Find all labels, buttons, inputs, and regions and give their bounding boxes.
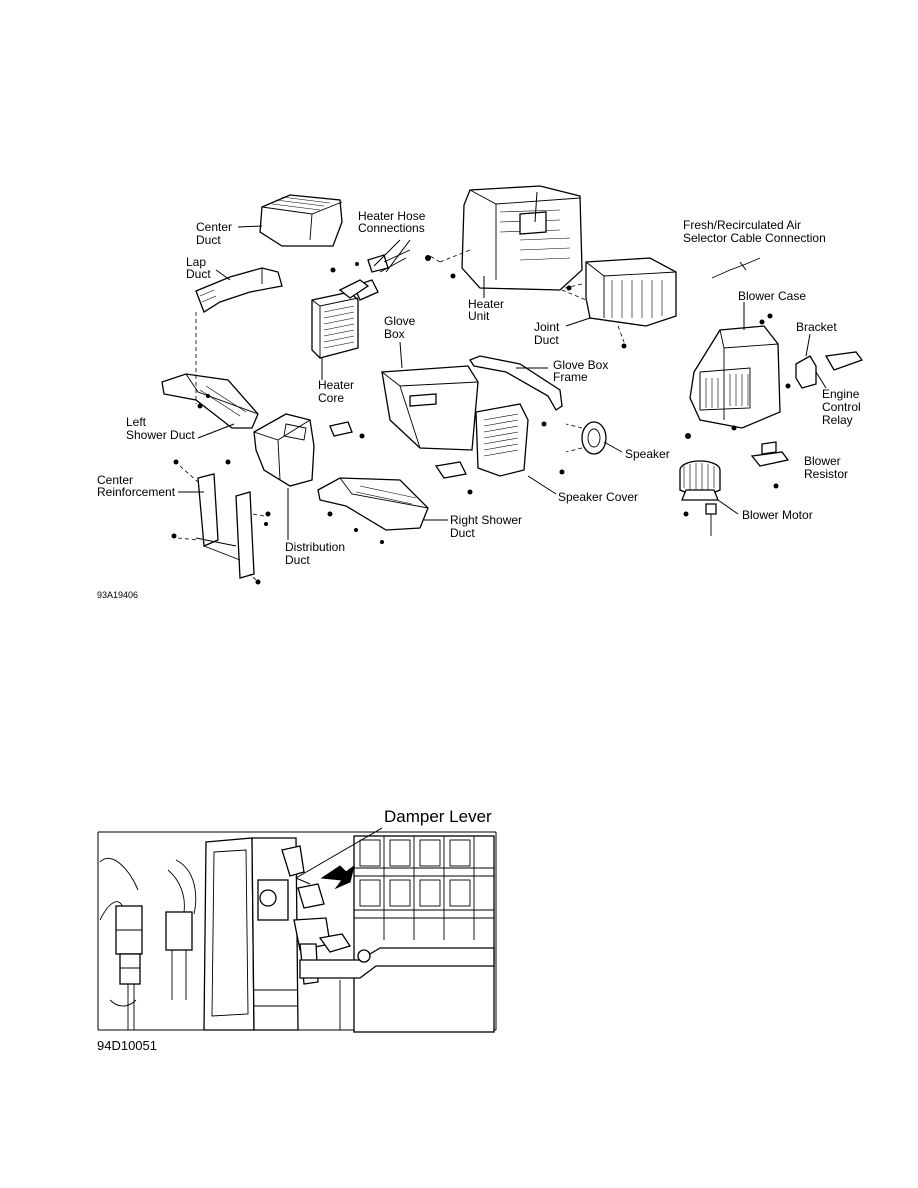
bracket-relay-part [785, 351, 864, 389]
label-distribution-duct: Distribution Duct [285, 540, 348, 567]
heater-case-structure [203, 837, 299, 1031]
selector-cable-part [711, 257, 761, 279]
blower-case-part [685, 313, 781, 439]
label-speaker-cover: Speaker Cover [558, 490, 638, 504]
label-glove-box: Glove Box [384, 314, 419, 341]
distribution-duct-part [225, 413, 365, 487]
heater-core-part [311, 279, 370, 359]
lap-duct-part [195, 267, 283, 313]
glove-box-bracket-part [434, 461, 467, 479]
label-blower-motor: Blower Motor [742, 508, 813, 522]
blower-motor-part [679, 460, 721, 536]
figure-damper-lever: Damper Lever 94D10051 [97, 807, 497, 1053]
damper-lever-leader [295, 827, 383, 879]
label-center-duct: Center Duct [196, 220, 235, 247]
label-right-shower-duct: Right Shower Duct [450, 513, 525, 540]
center-duct-part [259, 194, 343, 247]
figure-hvac-exploded-view: Center Duct Heater Hose Connections Fres… [97, 185, 864, 600]
label-left-shower-duct: Left Shower Duct [126, 415, 195, 442]
label-center-reinforcement: Center Reinforcement [97, 473, 176, 499]
damper-arrow [320, 864, 355, 890]
figure1-labels: Center Duct Heater Hose Connections Fres… [97, 209, 864, 600]
label-blower-resistor: Blower Resistor [804, 454, 848, 481]
label-selector-cable-connection: Fresh/Recirculated Air Selector Cable Co… [683, 218, 826, 245]
center-reinforcement-part [171, 459, 271, 585]
label-speaker: Speaker [625, 447, 670, 461]
figure2-code: 94D10051 [97, 1038, 157, 1053]
label-blower-case: Blower Case [738, 289, 806, 303]
label-damper-lever: Damper Lever [384, 807, 492, 826]
label-joint-duct: Joint Duct [534, 320, 563, 347]
speaker-part [565, 421, 607, 455]
label-heater-hose-connections: Heater Hose Connections [358, 209, 429, 235]
blower-resistor-part [750, 441, 790, 489]
label-heater-unit: Heater Unit [468, 297, 507, 323]
right-shower-duct-part [317, 477, 429, 544]
label-glove-box-frame: Glove Box Frame [553, 358, 612, 384]
grille-part [353, 835, 495, 1033]
joint-duct-part [564, 257, 677, 349]
glove-box-part [381, 365, 479, 451]
damper-lever-part [281, 845, 495, 1030]
label-bracket: Bracket [796, 320, 837, 334]
label-heater-core: Heater Core [318, 378, 357, 405]
speaker-cover-part [467, 403, 565, 495]
wiring-harness-part [99, 857, 197, 1030]
left-shower-duct-part [161, 373, 259, 429]
label-lap-duct: Lap Duct [186, 255, 211, 281]
figure1-code: 93A19406 [97, 590, 138, 600]
heater-unit-part [425, 185, 583, 291]
label-engine-control-relay: Engine Control Relay [822, 387, 864, 427]
leader-lines [178, 225, 827, 540]
